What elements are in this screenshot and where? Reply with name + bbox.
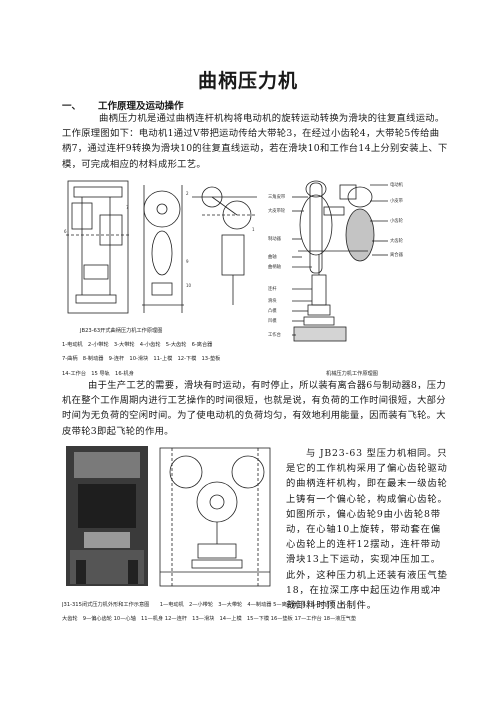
clutch-paragraph: 由于生产工艺的需要，滑块有时运动，有时停止，所以装有离合器6与制动器8，压力机在… <box>62 380 446 437</box>
schematic-label-big-pulley: 大皮带轮 <box>268 207 286 214</box>
svg-text:2: 2 <box>186 191 189 196</box>
section-number: 一、 <box>62 101 82 112</box>
schematic-label-small-belt: 小皮带 <box>390 197 404 204</box>
intro-paragraph: 曲柄压力机是通过曲柄连杆机构将电动机的旋转运动转换为滑块的往复直线运动。工作原理… <box>62 113 448 170</box>
figure2-caption-line2: 大齿轮 9—偏心齿轮 10—心轴 11—机身 12—连杆 13—滑块 14—上模… <box>62 616 357 622</box>
schematic-label-belt: 三角皮带 <box>268 193 286 200</box>
closed-press-diagram <box>66 446 271 587</box>
svg-text:10: 10 <box>186 283 192 288</box>
schematic-label-motor: 电动机 <box>390 181 404 188</box>
figure1-legend-line1: 1-电动机 2-小带轮 3-大带轮 4-小齿轮 5-大齿轮 6-离合器 <box>62 342 213 348</box>
schematic-label-rod: 连杆 <box>268 285 277 292</box>
schematic-label-table: 工作台 <box>268 331 281 338</box>
schematic-label-die: 凹模 <box>268 317 277 324</box>
press-principle-diagram: 6 7 2 1 9 10 <box>64 180 257 314</box>
figure1-caption: JB23-63开式曲柄压力机工作原理图 <box>80 328 163 334</box>
figure1-legend-line3: 14-工作台 15 导轨 16-机身 <box>62 371 134 377</box>
schematic-label-clutch: 离合器 <box>390 251 404 258</box>
section-label: 工作原理及运动操作 <box>98 101 184 112</box>
svg-text:7: 7 <box>126 205 129 210</box>
eccentric-gear-paragraph: 与 JB23-63 型压力机相同。只是它的工作机构采用了偏心齿轮驱动的曲柄连杆机… <box>286 448 448 612</box>
schematic-label-pinion: 小齿轮 <box>390 217 404 224</box>
schematic-label-punch: 凸模 <box>268 307 277 314</box>
page-title: 曲柄压力机 <box>197 70 298 92</box>
figure1-legend-line2: 7-曲柄 8-制动器 9-连杆 10-滑块 11-上模 12-下模 13-垫板 <box>62 356 221 362</box>
figure2-caption-line1: J31-315闭式压力机外形和工作示意图 1—电动机 2—小带轮 3—大带轮 4… <box>62 602 349 608</box>
svg-text:9: 9 <box>186 259 189 264</box>
press-schematic-diagram: 三角皮带 大皮带轮 制动器 曲轴 曲柄轴 连杆 滑块 凸模 凹模 工作台 电动机… <box>268 180 404 342</box>
schematic-label-brake: 制动器 <box>268 235 282 242</box>
schematic-label-gear: 大齿轮 <box>390 237 404 244</box>
schematic-label-slide: 滑块 <box>268 297 277 304</box>
section-heading: 一、 工作原理及运动操作 <box>62 98 184 112</box>
svg-text:1: 1 <box>252 227 255 232</box>
figure1-right-caption: 机械压力机工作原理图 <box>326 371 378 377</box>
schematic-label-crank: 曲柄轴 <box>268 263 281 270</box>
svg-text:6: 6 <box>64 229 67 234</box>
schematic-label-crankshaft: 曲轴 <box>268 253 277 260</box>
